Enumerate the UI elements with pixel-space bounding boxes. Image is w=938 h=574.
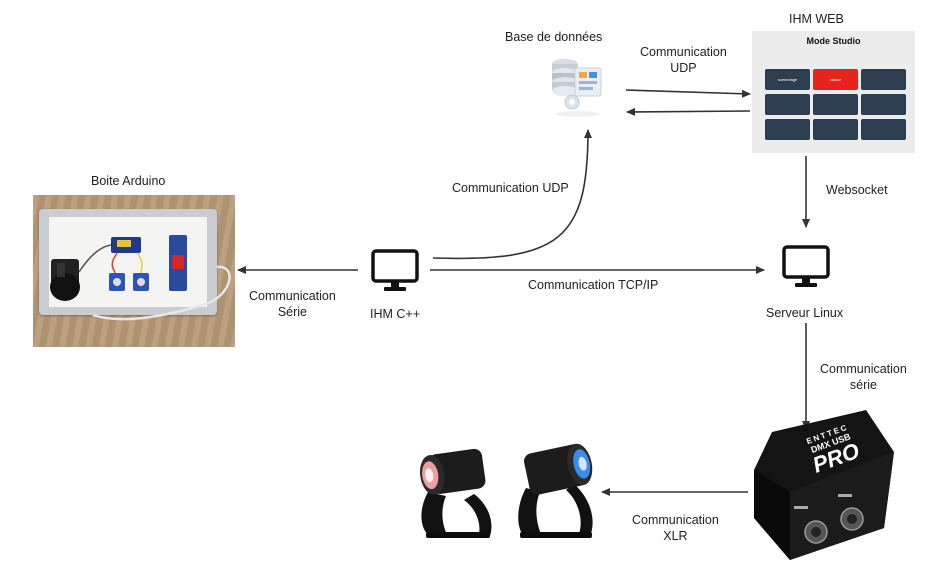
web-ui-button[interactable] xyxy=(813,119,858,140)
label-serial-dmx: Communication série xyxy=(820,362,907,392)
arduino-components xyxy=(50,235,187,301)
arrow-web-to-db xyxy=(626,107,751,116)
web-ui-button[interactable] xyxy=(765,119,810,140)
label-udp-cpp-db: Communication UDP xyxy=(452,181,569,195)
web-ui-button-active[interactable]: classe xyxy=(813,69,858,90)
label-tcp-ip: Communication TCP/IP xyxy=(528,278,659,292)
web-ui-button[interactable] xyxy=(861,69,906,90)
stage-lights-image xyxy=(419,443,593,538)
cpp-ui-label: IHM C++ xyxy=(370,307,421,321)
label-serial-arduino: Communication Série xyxy=(249,289,336,319)
arduino-label: Boite Arduino xyxy=(91,174,166,188)
web-ui-button[interactable] xyxy=(861,94,906,115)
web-ui-screenshot: Mode Studio scene/lage classe xyxy=(752,31,915,153)
web-ui-title: Mode Studio xyxy=(806,36,861,46)
arrow-db-to-web xyxy=(625,89,751,98)
label-udp-db-web: Communication UDP xyxy=(640,45,727,75)
web-ui-button[interactable] xyxy=(861,119,906,140)
arduino-box-photo xyxy=(33,195,235,347)
web-ui-label: IHM WEB xyxy=(789,12,844,26)
linux-server-label: Serveur Linux xyxy=(766,306,844,320)
label-websocket: Websocket xyxy=(826,183,888,197)
light-right xyxy=(518,443,593,538)
label-xlr: Communication XLR xyxy=(632,513,719,543)
monitor-icon xyxy=(371,249,419,291)
web-ui-button[interactable] xyxy=(765,94,810,115)
arrow-cpp-to-db xyxy=(432,129,592,260)
database-label: Base de données xyxy=(505,30,603,44)
web-ui-button[interactable] xyxy=(813,94,858,115)
dmx-interface-image xyxy=(754,410,894,560)
web-ui-button[interactable]: scene/lage xyxy=(765,69,810,90)
server-monitor-icon xyxy=(782,245,830,287)
light-left xyxy=(419,448,492,538)
usb-cable xyxy=(92,265,231,321)
database-icon xyxy=(552,59,602,117)
